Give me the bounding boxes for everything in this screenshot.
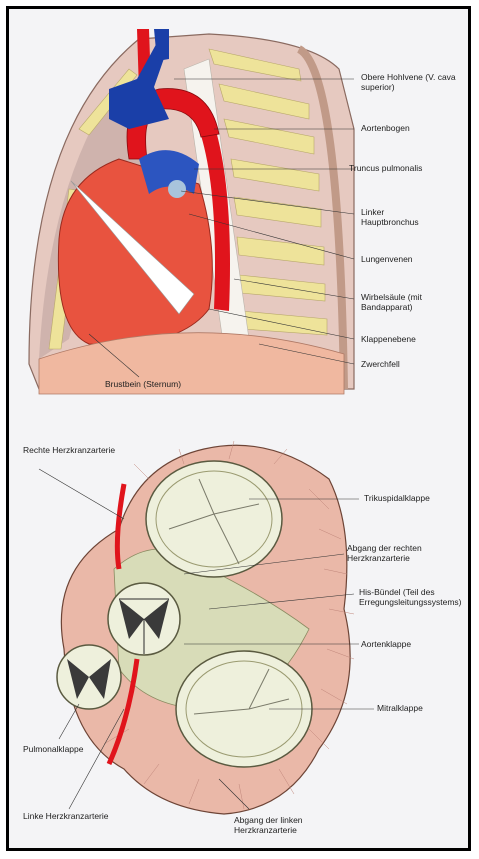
label-sternum: Brustbein (Sternum) bbox=[105, 379, 225, 389]
valve-drawing bbox=[39, 441, 374, 814]
label-right-coronary-origin: Abgang der rechten Herzkranzarterie bbox=[347, 543, 465, 563]
label-aortic-valve: Aortenklappe bbox=[361, 639, 461, 649]
label-valve-level: Klappenebene bbox=[361, 334, 466, 344]
label-truncus: Truncus pulmonalis bbox=[349, 163, 464, 173]
label-aortic-arch: Aortenbogen bbox=[361, 123, 466, 133]
label-vena-cava: Obere Hohlvene (V. cava superior) bbox=[361, 72, 466, 92]
label-mitral: Mitralklappe bbox=[377, 703, 467, 713]
label-left-coronary-origin: Abgang der linken Herzkranzarterie bbox=[234, 815, 354, 835]
label-diaphragm: Zwerchfell bbox=[361, 359, 466, 369]
label-pulmonary-valve: Pulmonalklappe bbox=[23, 744, 83, 754]
label-bronchus: Linker Hauptbronchus bbox=[361, 207, 441, 227]
thorax-drawing bbox=[29, 29, 354, 394]
label-right-coronary: Rechte Herzkranzarterie bbox=[23, 445, 118, 455]
label-left-coronary: Linke Herzkranzarterie bbox=[23, 811, 113, 821]
anatomy-illustration bbox=[9, 9, 471, 851]
label-his-bundle: His-Bündel (Teil des Erregungsleitungssy… bbox=[359, 587, 454, 607]
figure-frame: Obere Hohlvene (V. cava superior) Aorten… bbox=[6, 6, 471, 851]
label-tricuspid: Trikuspidalklappe bbox=[364, 493, 464, 503]
tricuspid-valve bbox=[146, 461, 282, 577]
label-spine: Wirbelsäule (mit Bandapparat) bbox=[361, 292, 451, 312]
bronchus-cut bbox=[168, 180, 186, 198]
label-pulm-veins: Lungenvenen bbox=[361, 254, 466, 264]
